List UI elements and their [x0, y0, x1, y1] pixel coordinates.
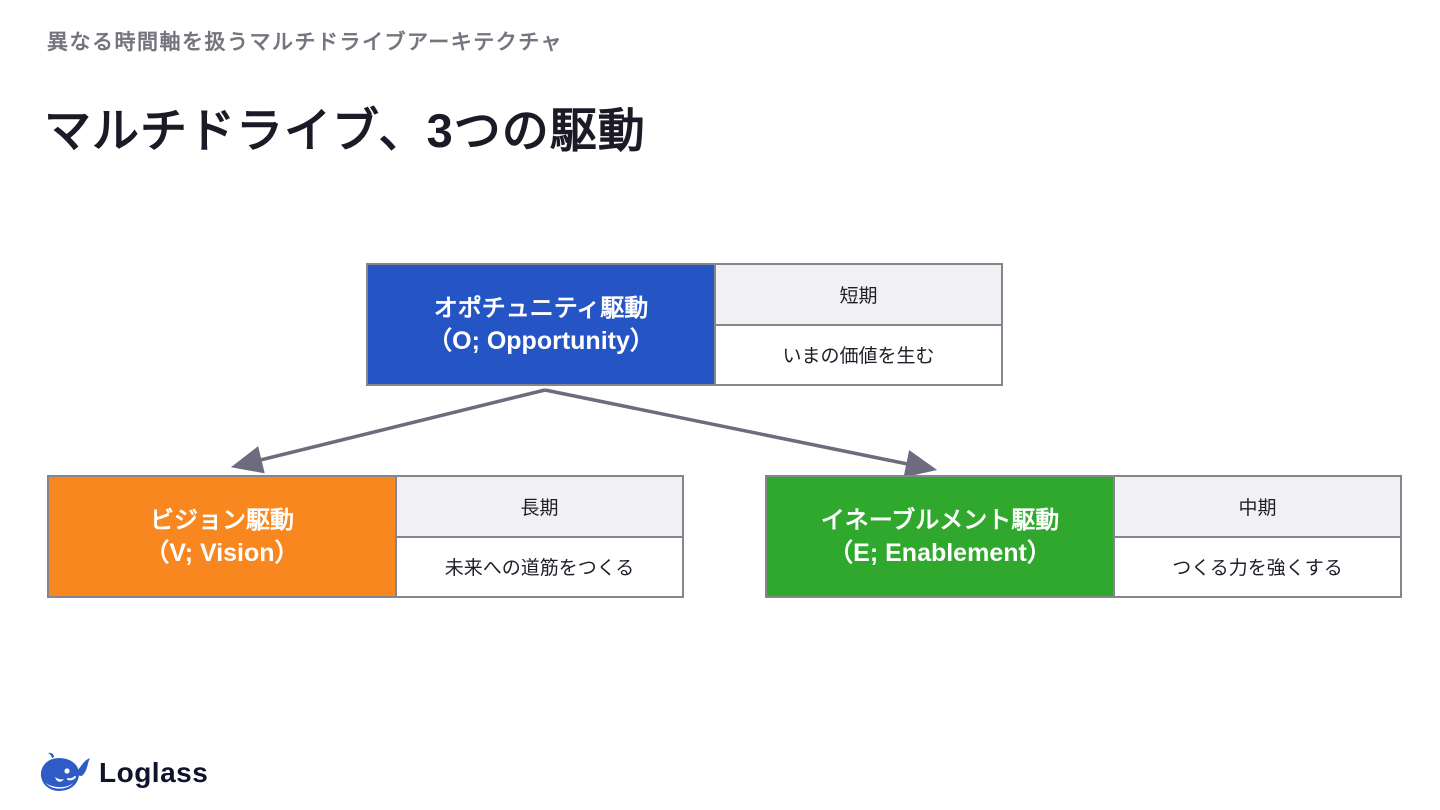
node-enablement-header: イネーブルメント駆動 （E; Enablement）: [767, 477, 1115, 596]
node-vision-term: 長期: [397, 477, 682, 538]
node-opportunity-description: いまの価値を生む: [716, 325, 1001, 384]
arrow-opportunity-to-enablement: [544, 388, 938, 478]
node-vision-label-en: （V; Vision）: [144, 538, 300, 567]
node-vision-cells: 長期 未来への道筋をつくる: [397, 477, 682, 596]
node-opportunity-label-en: （O; Opportunity）: [427, 326, 655, 355]
arrow-opportunity-to-vision: [230, 388, 546, 474]
node-enablement-label-en: （E; Enablement）: [828, 538, 1052, 567]
node-opportunity-term: 短期: [716, 265, 1001, 326]
node-opportunity: オポチュニティ駆動 （O; Opportunity） 短期 いまの価値を生む: [366, 263, 1003, 386]
logo-wordmark: Loglass: [99, 757, 209, 788]
node-enablement-description: つくる力を強くする: [1115, 537, 1400, 596]
node-vision: ビジョン駆動 （V; Vision） 長期 未来への道筋をつくる: [47, 475, 684, 598]
loglass-logo: Loglass: [38, 750, 208, 796]
slide-kicker: 異なる時間軸を扱うマルチドライブアーキテクチャ: [47, 31, 564, 54]
node-vision-description: 未来への道筋をつくる: [397, 537, 682, 596]
node-vision-header: ビジョン駆動 （V; Vision）: [49, 477, 397, 596]
node-opportunity-label-ja: オポチュニティ駆動: [433, 294, 649, 322]
whale-icon: [40, 752, 90, 791]
node-enablement: イネーブルメント駆動 （E; Enablement） 中期 つくる力を強くする: [765, 475, 1402, 598]
node-enablement-cells: 中期 つくる力を強くする: [1115, 477, 1400, 596]
node-opportunity-cells: 短期 いまの価値を生む: [716, 265, 1001, 384]
node-vision-label-ja: ビジョン駆動: [150, 506, 294, 534]
node-enablement-term: 中期: [1115, 477, 1400, 538]
node-opportunity-header: オポチュニティ駆動 （O; Opportunity）: [368, 265, 716, 384]
node-enablement-label-ja: イネーブルメント駆動: [820, 506, 1060, 534]
slide-title: マルチドライブ、3つの駆動: [44, 104, 646, 157]
